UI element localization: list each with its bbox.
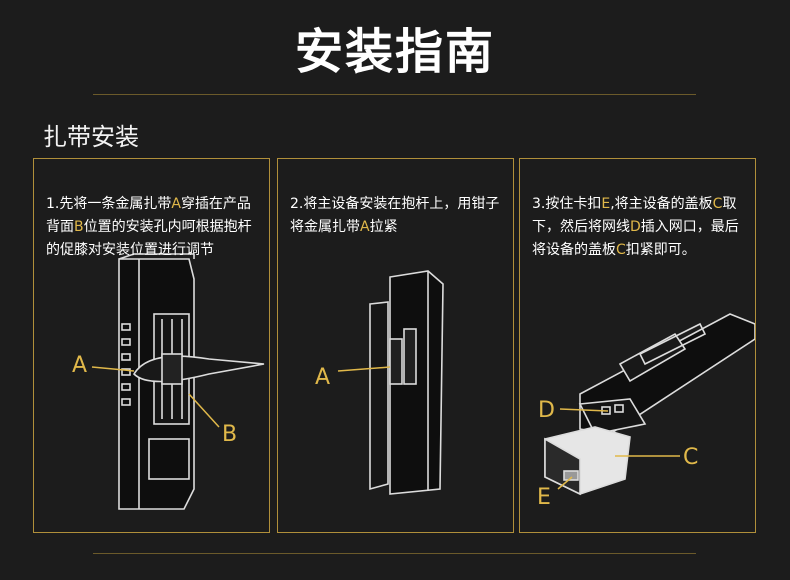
step-2-text: 2.将主设备安装在抱杆上，用钳子将金属扎带A拉紧 — [290, 193, 505, 239]
highlight-letter: D — [630, 219, 641, 235]
step-text-segment: 1.先将一条金属扎带 — [46, 196, 172, 212]
page-title: 安装指南 — [294, 24, 495, 80]
highlight-letter: E — [601, 196, 611, 212]
step-3-text: 3.按住卡扣E,将主设备的盖板C取下，然后将网线D插入网口，最后将设备的盖板C扣… — [532, 193, 747, 262]
step-3-illustration: D C E — [537, 313, 755, 510]
step-2-panel: 2.将主设备安装在抱杆上，用钳子将金属扎带A拉紧 A — [277, 158, 514, 533]
step-3-panel: 3.按住卡扣E,将主设备的盖板C取下，然后将网线D插入网口，最后将设备的盖板C扣… — [519, 158, 756, 533]
label-a: A — [315, 365, 330, 390]
step-text-segment: 位置的安装孔内呵根据抱杆的促膝对安装位置进行调节 — [46, 219, 252, 258]
step-2-illustration: A — [315, 270, 444, 495]
highlight-letter: C — [616, 242, 626, 258]
label-a: A — [72, 353, 87, 378]
step-text-segment: 2.将主设备安装在抱杆上，用钳子将金属扎带 — [290, 196, 500, 235]
step-text-segment: 穿插在产品背面 — [46, 196, 251, 235]
step-1-text: 1.先将一条金属扎带A穿插在产品背面B位置的安装孔内呵根据抱杆的促膝对安装位置进… — [46, 193, 261, 262]
step-1-panel: 1.先将一条金属扎带A穿插在产品背面B位置的安装孔内呵根据抱杆的促膝对安装位置进… — [33, 158, 270, 533]
highlight-letter: B — [74, 219, 84, 235]
step-text-segment: 3.按住卡扣 — [532, 196, 602, 212]
step-1-illustration: A B — [72, 253, 265, 510]
step-text-segment: ,将主设备的盖板 — [610, 196, 713, 212]
section-heading: 扎带安装 — [43, 123, 139, 151]
label-b: B — [222, 422, 237, 447]
step-text-segment: 插入网口，最后将设备的盖板 — [532, 219, 739, 258]
bottom-divider — [93, 553, 696, 554]
top-divider — [93, 94, 696, 95]
label-c: C — [683, 445, 698, 470]
step-text-segment: 拉紧 — [369, 219, 398, 235]
label-e: E — [537, 485, 551, 510]
step-text-segment: 扣紧即可。 — [625, 242, 696, 258]
highlight-letter: C — [712, 196, 723, 212]
highlight-letter: A — [360, 219, 370, 235]
step-text-segment: 取下，然后将网线 — [532, 196, 737, 235]
label-d: D — [538, 398, 555, 423]
highlight-letter: A — [171, 196, 181, 212]
